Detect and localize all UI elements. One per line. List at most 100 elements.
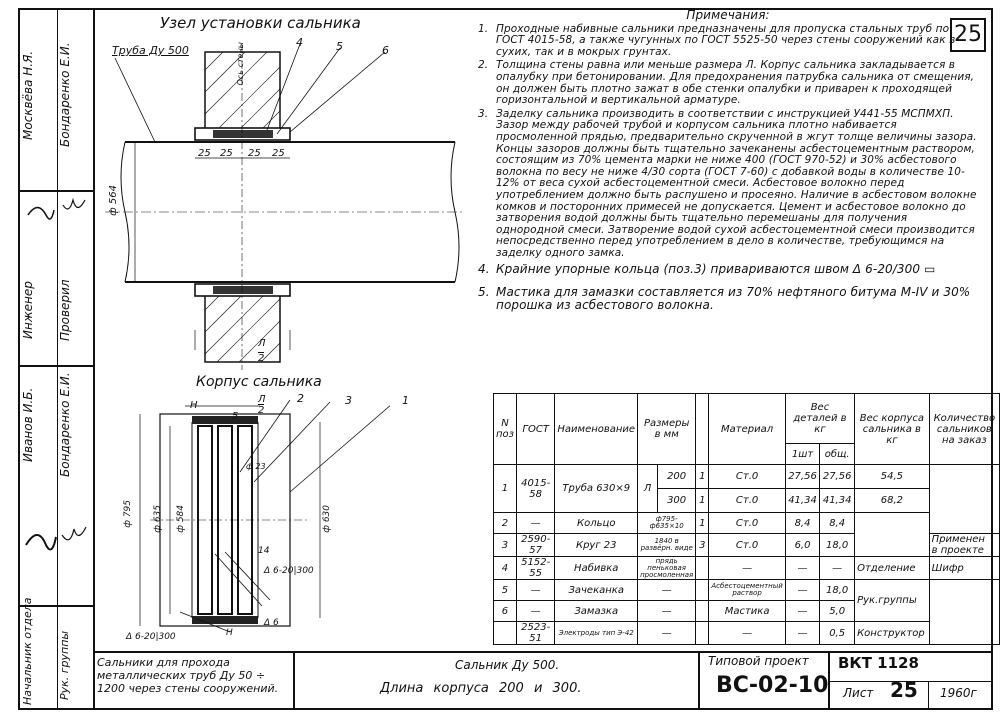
- cell: 3: [695, 533, 710, 557]
- th-size: Размеры в мм: [637, 393, 697, 465]
- cell: Конструктор: [854, 621, 930, 645]
- signatures: [25, 197, 87, 551]
- table-row: 2 — Кольцо ф795-ф635×10 1 Ст.0 8,4 8,4: [493, 512, 1000, 557]
- d1-axis-label: Ось стены: [236, 42, 245, 86]
- applied-label: Применен: [931, 534, 985, 545]
- cell: [493, 621, 517, 645]
- th-body-weight: Вес корпуса сальника в кг: [854, 393, 930, 465]
- d1-callout-5: 5: [336, 40, 343, 53]
- cell: Набивка: [554, 556, 639, 580]
- cell: —: [515, 600, 556, 622]
- cell: —: [784, 621, 821, 645]
- title-block: [93, 651, 993, 710]
- th-cnt: [695, 393, 710, 465]
- sheet-num: 25: [890, 678, 918, 702]
- note-num: 4.: [478, 262, 490, 277]
- d1-diameter: ф 564: [108, 185, 119, 216]
- table-row: 300 1 Ст.0 41,34 41,34 68,2: [494, 488, 1000, 513]
- cell: —: [637, 579, 697, 601]
- cell: 0,5: [819, 621, 856, 645]
- cell: 2: [493, 512, 517, 534]
- cell: 2590-57: [515, 533, 556, 557]
- note-num: 1.: [478, 22, 489, 35]
- cell: 54,5: [854, 464, 930, 489]
- cell: 8,4: [784, 512, 821, 534]
- d2-weld-2: Δ 6-20|300: [126, 632, 176, 642]
- spec-table: N поз ГОСТ Наименование Размеры в мм Мат…: [493, 393, 1000, 645]
- cell: —: [637, 600, 697, 622]
- d1-callout-6: 6: [382, 44, 389, 57]
- sheet-label: Лист: [843, 686, 874, 700]
- table-row: 5 — Зачеканка — Асбестоцементный раствор…: [493, 579, 1000, 645]
- in-project-label: в проекте: [931, 545, 984, 556]
- th-pos: N поз: [493, 393, 517, 465]
- cell: Шифр: [928, 556, 1000, 580]
- side-stamp-block: [18, 8, 95, 710]
- th-name: Наименование: [554, 393, 639, 465]
- d1-frac-bottom: 2: [258, 352, 265, 364]
- d2-callout-1: 1: [402, 394, 409, 407]
- side-name-4: Начальник отдела: [21, 597, 34, 705]
- notes-heading: Примечания:: [686, 8, 770, 22]
- cell: 4: [493, 556, 517, 580]
- project-code: ВС-02-10: [716, 673, 829, 698]
- album-code: ВКТ 1128: [838, 654, 919, 672]
- d1-frac-top: Л: [258, 338, 266, 349]
- cell: 4015-58: [515, 464, 556, 513]
- cell: Зачеканка: [554, 579, 639, 601]
- cell: [695, 556, 710, 580]
- d1-dim-1: 25: [198, 148, 211, 159]
- cell: —: [784, 556, 821, 580]
- cell: 6,0: [784, 533, 821, 557]
- cell: Замазка: [554, 600, 639, 622]
- project-type: Типовой проект: [708, 654, 809, 668]
- cell: Круг 23: [554, 533, 639, 557]
- note-num: 5.: [478, 285, 490, 300]
- d1-dim-2: 25: [220, 148, 233, 159]
- drawing2-title: Корпус сальника: [196, 374, 322, 390]
- cell: 27,56: [819, 464, 856, 489]
- d2-d635: ф 635: [153, 505, 163, 533]
- d1-dim-3: 25: [248, 148, 261, 159]
- th-w-total: общ.: [819, 443, 856, 465]
- cell: [928, 464, 1000, 534]
- note-text: Заделку сальника производить в соответст…: [496, 107, 977, 259]
- d2-weld-3: Δ 6: [264, 618, 279, 628]
- d2-bottom-dim: Н: [226, 628, 233, 638]
- th-weight: Вес деталей в кг: [784, 393, 856, 444]
- note-5: 5. Мастика для замазки составляется из 70…: [478, 286, 978, 312]
- cell: Ст.0: [708, 512, 786, 534]
- cell: Ст.0: [708, 533, 786, 557]
- sheet-number-box: 25: [950, 18, 986, 52]
- cell: —: [784, 579, 821, 601]
- d2-d795: ф 795: [123, 500, 133, 528]
- drawing1-pipe-label: Труба Ду 500: [112, 44, 189, 57]
- d1-dim-4: 25: [272, 148, 285, 159]
- note-text: Мастика для замазки составляется из 70% …: [496, 285, 971, 313]
- th-gost: ГОСТ: [515, 393, 556, 465]
- note-3: 3.Заделку сальника производить в соответ…: [478, 107, 978, 260]
- side-name-1: Москвёва Н.Я.: [21, 50, 35, 140]
- th-w-pc: 1шт: [784, 443, 821, 465]
- cell: Асбестоцементный раствор: [708, 579, 786, 601]
- cell: 200: [656, 464, 697, 489]
- cell: Труба 630×9: [554, 464, 639, 513]
- cell: 1: [493, 464, 517, 513]
- note-text: Толщина стены равна или меньше размера Л…: [496, 59, 975, 107]
- d2-callout-2: 2: [297, 392, 304, 405]
- drawing2-figure: [139, 399, 390, 633]
- cell: 6: [493, 600, 517, 622]
- cell: 300: [656, 488, 697, 513]
- table-row: 4 5152-55 Набивка прядь пеньковая просмо…: [493, 556, 1000, 580]
- th-qty: Количество сальников на заказ: [928, 393, 1000, 465]
- year: 1960г: [940, 686, 977, 700]
- d2-d630: ф 630: [322, 505, 332, 533]
- side-role-4: Рук. группы: [58, 630, 71, 700]
- title-middle-1: Сальник Ду 500.: [455, 658, 560, 672]
- note-1: 1.Проходные набивные сальники предназнач…: [478, 22, 978, 59]
- cell: 5152-55: [515, 556, 556, 580]
- d2-dim14: 14: [258, 546, 270, 556]
- d2-d23: ф 23: [246, 462, 266, 471]
- cell: 1: [695, 464, 710, 489]
